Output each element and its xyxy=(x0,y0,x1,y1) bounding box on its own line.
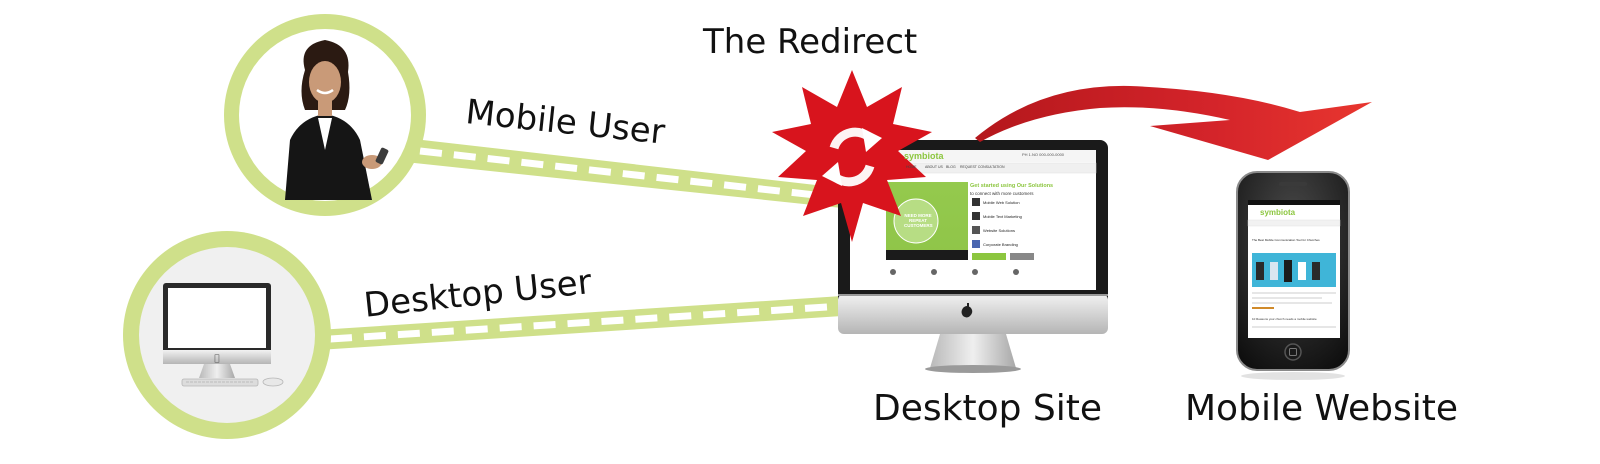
desktop-phone: PH 1.NO 000-000-0000 xyxy=(1022,152,1065,157)
desktop-nav-blog: BLOG xyxy=(946,165,956,169)
mobile-website-screen xyxy=(1247,200,1341,338)
desktop-hero-text: NEED MORE REPEAT CUSTOMERS xyxy=(904,213,933,228)
desktop-item-4: Corporate Branding xyxy=(983,242,1018,247)
desktop-headline: Get started using Our Solutions xyxy=(970,183,1054,189)
desktop-user-connection xyxy=(318,296,843,350)
mobile-user-avatar xyxy=(224,14,426,216)
desktop-nav-consult: REQUEST CONSULTATION xyxy=(960,165,1005,169)
desktop-site-content: symbiota PH 1.NO 000-000-0000 HOME ABOUT… xyxy=(850,150,1096,290)
mobile-headline: The Best Mobile Communication Tool for C… xyxy=(1252,238,1320,242)
mobile-website-content: symbiota The Best Mobile Communication T… xyxy=(1248,200,1340,338)
mobile-brand: symbiota xyxy=(1260,208,1296,217)
desktop-site-label: Desktop Site xyxy=(873,388,1103,429)
desktop-brand: symbiota xyxy=(904,151,944,161)
mobile-website-label: Mobile Website xyxy=(1185,388,1459,429)
mobile-website-phone xyxy=(1236,171,1350,380)
mobile-subheadline: 10 Reasons your church needs a mobile we… xyxy=(1252,317,1317,321)
desktop-site-monitor xyxy=(838,140,1108,373)
redirect-burst xyxy=(772,70,932,242)
redirect-label: The Redirect xyxy=(703,22,918,62)
desktop-nav-about: ABOUT US xyxy=(925,165,943,169)
desktop-nav-home: HOME xyxy=(906,165,917,169)
desktop-item-1: Mobile Web Solution xyxy=(983,200,1020,205)
desktop-user-avatar:  xyxy=(123,231,331,439)
desktop-item-3: Website Solutions xyxy=(983,228,1015,233)
refresh-icon xyxy=(822,127,882,187)
mobile-user-connection xyxy=(405,138,843,208)
redirect-arrow xyxy=(975,85,1372,160)
desktop-subheadline: to connect with more customers xyxy=(970,191,1034,196)
desktop-item-2: Mobile Text Marketing xyxy=(983,214,1022,219)
svg-text::  xyxy=(214,354,219,364)
